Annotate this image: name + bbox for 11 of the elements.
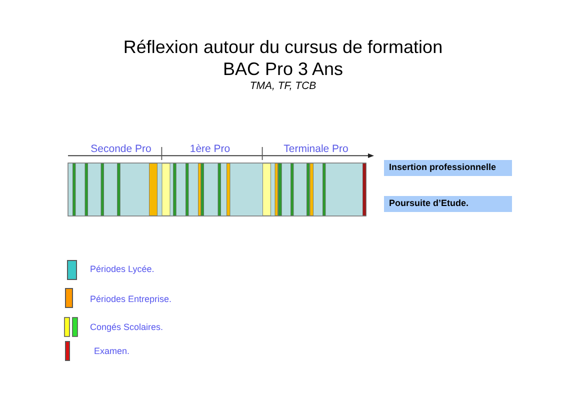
year-label: Seconde Pro — [90, 144, 152, 154]
year-label: Terminale Pro — [284, 144, 348, 154]
outcome-box: Insertion professionnelle — [384, 160, 512, 176]
year-label: 1ère Pro — [190, 144, 230, 154]
legend-label: Périodes Entreprise. — [90, 295, 172, 304]
legend-label: Congés Scolaires. — [90, 323, 164, 332]
diagram-title: Réflexion autour du cursus de formation BAC Pro 3 Ans — [122, 36, 444, 80]
subtitle: TMA, TF, TCB — [250, 81, 316, 92]
legend-label: Périodes Lycée. — [90, 265, 154, 274]
legend-label: Examen. — [94, 347, 130, 356]
outcome-box: Poursuite d’Etude. — [384, 196, 512, 212]
